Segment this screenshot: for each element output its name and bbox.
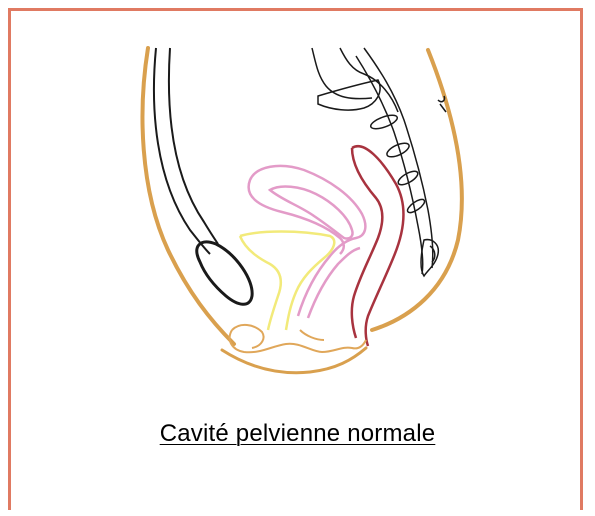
perineum — [230, 325, 366, 352]
uterus — [249, 166, 366, 318]
pubic-bone — [154, 48, 252, 304]
bladder — [240, 232, 334, 331]
rectum — [352, 146, 404, 346]
sacrum-coccyx — [312, 48, 446, 276]
back-wall — [372, 50, 462, 330]
figure-caption: Cavité pelvienne normale — [0, 420, 595, 448]
pelvic-cavity-illustration — [0, 0, 595, 420]
abdominal-wall — [143, 48, 234, 344]
